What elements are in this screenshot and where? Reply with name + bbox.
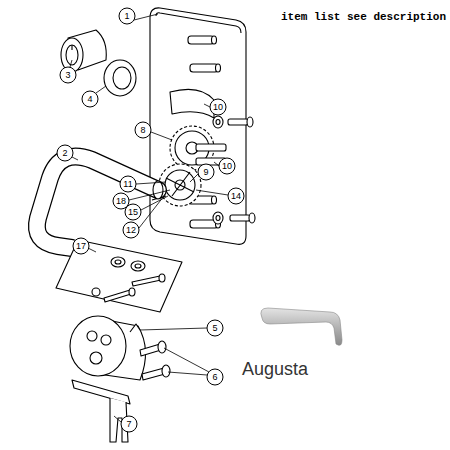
lever-handle xyxy=(37,157,163,248)
callout-circle xyxy=(219,158,235,174)
callout-number: 11 xyxy=(123,180,132,189)
callout-circle xyxy=(198,164,214,180)
hub-gear xyxy=(170,126,226,170)
lock-cylinder xyxy=(61,30,106,72)
callout-number: 10 xyxy=(213,103,223,112)
callout-number: 2 xyxy=(62,149,67,158)
mortise-cylinder xyxy=(70,316,146,380)
callout-circle xyxy=(135,122,151,138)
callout-number: 3 xyxy=(65,71,70,80)
callout-circle xyxy=(210,99,226,115)
callout-circle xyxy=(119,8,135,24)
callout-circle xyxy=(57,145,73,161)
callout-number: 1 xyxy=(124,12,129,21)
cylinder-ring xyxy=(104,60,136,96)
callout-circle xyxy=(228,188,244,204)
callout-number: 12 xyxy=(126,226,136,235)
plate-rim xyxy=(156,13,241,33)
callout-circle xyxy=(120,176,136,192)
callout-number: 4 xyxy=(87,95,92,104)
callout-number: 18 xyxy=(116,197,126,206)
callout-number: 17 xyxy=(76,242,86,251)
cam-upper xyxy=(170,89,214,118)
callout-number: 15 xyxy=(128,208,138,217)
escutcheon-plate xyxy=(150,8,246,244)
callout-circle xyxy=(125,204,141,220)
callout-circle xyxy=(60,67,76,83)
augusta-lever-photo xyxy=(261,308,342,345)
callout-number: 6 xyxy=(212,373,217,382)
note-text: item list see description xyxy=(281,12,446,23)
tailpiece xyxy=(72,380,130,442)
callout-number: 9 xyxy=(203,168,208,177)
product-name: Augusta xyxy=(242,360,308,378)
callout-circle xyxy=(82,91,98,107)
callout-number: 10 xyxy=(222,162,232,171)
screws xyxy=(140,341,170,380)
callout-circle xyxy=(73,238,89,254)
callout-circle xyxy=(121,416,137,432)
callout-circle xyxy=(123,222,139,238)
screws-washers xyxy=(213,116,255,224)
callout-number: 8 xyxy=(140,126,145,135)
leader-lines xyxy=(70,14,228,422)
callout-circle xyxy=(207,320,223,336)
callout-number: 5 xyxy=(212,324,217,333)
callout-number: 14 xyxy=(231,192,241,201)
callout-circle xyxy=(207,369,223,385)
callout-number: 7 xyxy=(126,420,131,429)
